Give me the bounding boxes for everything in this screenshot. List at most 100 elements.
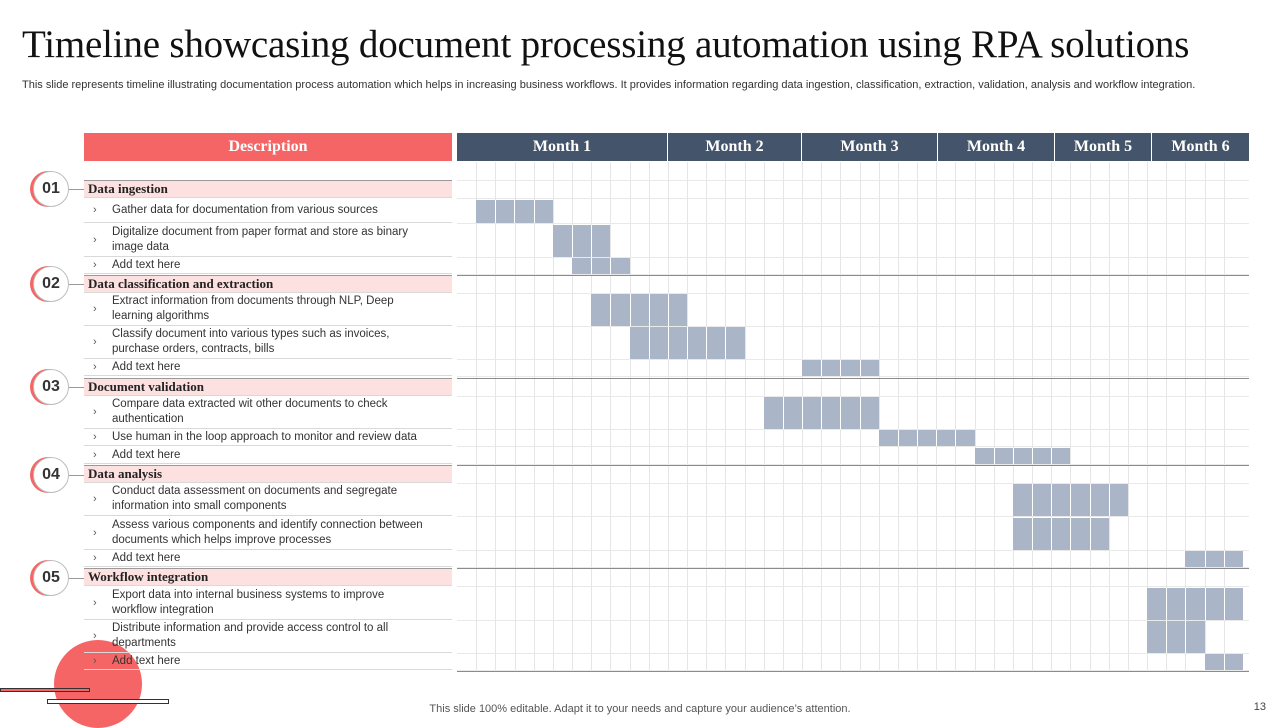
badge-connector	[69, 387, 84, 388]
grid-hline	[457, 620, 1249, 621]
bar-cell-divider	[533, 200, 535, 223]
task-row: ›Add text here	[84, 653, 452, 670]
month-header-cell: Month 4	[938, 133, 1055, 161]
task-label: Add text here	[112, 654, 181, 667]
grid-vline	[936, 162, 938, 672]
task-row: ›Extract information from documents thro…	[84, 293, 452, 326]
bar-cell-divider	[859, 397, 861, 429]
task-row: ›Add text here	[84, 257, 452, 274]
chevron-right-icon: ›	[93, 302, 97, 315]
grid-hline	[457, 550, 1249, 551]
task-label: Distribute information and provide acces…	[112, 622, 389, 649]
bar-cell-divider	[917, 430, 919, 446]
description-header: Description	[84, 133, 452, 161]
chevron-right-icon: ›	[93, 360, 97, 373]
grid-hline	[457, 483, 1249, 484]
timeline-bar	[591, 294, 688, 326]
grid-vline	[648, 162, 650, 672]
category-row: Data ingestion	[84, 180, 452, 198]
grid-vline	[629, 162, 631, 672]
category-row: Data classification and extraction	[84, 275, 452, 293]
bar-cell-divider	[802, 397, 804, 429]
bar-cell-divider	[840, 360, 842, 376]
task-label: Use human in the loop approach to monito…	[112, 430, 417, 443]
timeline-bar	[629, 327, 745, 359]
bar-cell-divider	[572, 225, 573, 257]
task-row: ›Gather data for documentation from vari…	[84, 199, 452, 223]
timeline-bar	[572, 258, 630, 274]
task-row: ›Add text here	[84, 359, 452, 376]
timeline-bar	[1012, 484, 1128, 516]
grid-hline	[457, 516, 1249, 517]
grid-vline	[572, 162, 574, 672]
timeline-bar	[878, 430, 975, 446]
grid-vline	[1108, 162, 1110, 672]
task-label: Add text here	[112, 258, 181, 271]
grid-vline	[917, 162, 919, 672]
chevron-right-icon: ›	[93, 430, 97, 443]
bar-cell-divider	[495, 200, 497, 223]
grid-hline	[457, 275, 1249, 276]
task-row: ›Distribute information and provide acce…	[84, 620, 452, 653]
grid-hline	[457, 465, 1249, 466]
bar-cell-divider	[1204, 588, 1206, 620]
grid-hline	[457, 429, 1249, 430]
bar-cell-divider	[667, 294, 669, 326]
grid-vline	[591, 162, 593, 672]
bar-cell-divider	[821, 360, 823, 376]
grid-vline	[1089, 162, 1091, 672]
grid-hline	[457, 671, 1249, 672]
chevron-right-icon: ›	[93, 551, 97, 564]
task-row: ›Classify document into various types su…	[84, 326, 452, 359]
bar-cell-divider	[897, 430, 899, 446]
grid-hline	[457, 198, 1249, 199]
category-number-badge: 01	[33, 171, 69, 207]
grid-hline	[457, 396, 1249, 397]
timeline-bar	[1012, 518, 1109, 550]
grid-vline	[1166, 162, 1168, 672]
badge-connector	[69, 189, 84, 190]
slide-title: Timeline showcasing document processing …	[22, 23, 1190, 66]
category-label: Document validation	[88, 379, 204, 394]
grid-vline	[1204, 162, 1206, 672]
bar-cell-divider	[1089, 484, 1091, 516]
category-label: Data ingestion	[88, 181, 168, 196]
grid-hline	[457, 568, 1249, 569]
task-label: Classify document into various types suc…	[112, 328, 390, 355]
month-header-cell: Month 5	[1055, 133, 1152, 161]
grid-vline	[1012, 162, 1014, 672]
grid-hline	[457, 223, 1249, 224]
grid-hline	[457, 378, 1249, 379]
bar-cell-divider	[1223, 588, 1225, 620]
bar-cell-divider	[610, 258, 612, 274]
bar-cell-divider	[706, 327, 708, 359]
grid-hline	[457, 586, 1249, 587]
grid-hline	[457, 257, 1249, 258]
category-number-badge: 04	[33, 457, 69, 493]
chevron-right-icon: ›	[93, 233, 97, 246]
chevron-right-icon: ›	[93, 596, 97, 609]
grid-vline	[1127, 162, 1129, 672]
bar-cell-divider	[1032, 448, 1034, 464]
task-row: ›Export data into internal business syst…	[84, 587, 452, 620]
grid-hline	[457, 293, 1249, 294]
task-label: Conduct data assessment on documents and…	[112, 485, 398, 512]
category-row: Document validation	[84, 378, 452, 396]
grid-vline	[552, 162, 554, 672]
bar-cell-divider	[591, 258, 593, 274]
bar-cell-divider	[591, 225, 593, 257]
month-header-cell: Month 6	[1171, 138, 1230, 155]
timeline-bar	[552, 225, 611, 257]
category-label: Data classification and extraction	[88, 276, 274, 291]
slide-subtitle: This slide represents timeline illustrat…	[22, 79, 1196, 91]
task-label: Add text here	[112, 448, 181, 461]
category-row: Data analysis	[84, 465, 452, 483]
month-header-cell: Month 3	[802, 133, 938, 161]
bar-cell-divider	[955, 430, 957, 446]
grid-vline	[667, 162, 669, 672]
bar-cell-divider	[1108, 484, 1110, 516]
bar-cell-divider	[1051, 518, 1053, 550]
task-row: ›Add text here	[84, 447, 452, 464]
grid-vline	[533, 162, 535, 672]
month-header-cell: Month 2	[668, 133, 802, 161]
